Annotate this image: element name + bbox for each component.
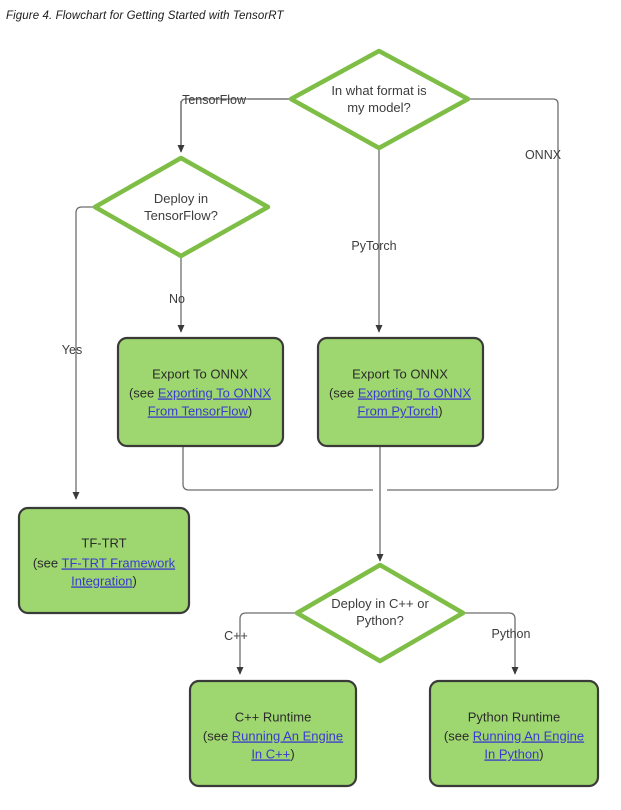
see-suffix: ): [438, 403, 442, 418]
node-export-onnx-tf-line3: From TensorFlow): [148, 403, 253, 418]
edge-yes-to-tftrt: [72, 206, 95, 500]
node-cpp-runtime-line3: In C++): [251, 746, 294, 761]
link-line2[interactable]: In Python: [484, 746, 539, 761]
figure-caption: Figure 4. Flowchart for Getting Started …: [6, 10, 284, 22]
edge-exporttf-to-merge: [182, 446, 373, 491]
node-export-onnx-pt-line3: From PyTorch): [357, 403, 442, 418]
box-shape: [428, 679, 600, 788]
node-export-onnx-pt-line2: (see Exporting To ONNX: [329, 385, 471, 400]
box-shape: [188, 679, 358, 788]
diamond-shape: [92, 155, 271, 259]
node-deploy-tf-line1: Deploy in: [154, 191, 208, 206]
node-deploy-tensorflow-decision[interactable]: Deploy in TensorFlow?: [92, 155, 271, 259]
link-line2[interactable]: From PyTorch: [357, 403, 438, 418]
see-suffix: ): [248, 403, 252, 418]
link-line2[interactable]: From TensorFlow: [148, 403, 249, 418]
see-suffix: ): [290, 746, 294, 761]
link-line1[interactable]: Exporting To ONNX: [158, 385, 272, 400]
node-python-runtime-line2: (see Running An Engine: [444, 728, 584, 743]
edge-label-cpp: C++: [224, 629, 248, 643]
edge-cpp-route: [236, 612, 297, 675]
node-cpp-runtime[interactable]: C++ Runtime (see Running An Engine In C+…: [188, 679, 358, 788]
edge-tensorflow-corner: [180, 98, 291, 145]
edge-python-route: [463, 612, 519, 675]
see-prefix: (see: [33, 555, 62, 570]
node-export-onnx-pytorch[interactable]: Export To ONNX (see Exporting To ONNX Fr…: [316, 336, 485, 448]
node-deploy-lang-line2: Python?: [356, 613, 404, 628]
link-line1[interactable]: TF-TRT Framework: [62, 555, 176, 570]
node-python-runtime-line3: In Python): [484, 746, 543, 761]
link-line1[interactable]: Running An Engine: [473, 728, 584, 743]
diamond-shape: [294, 562, 466, 664]
edge-label-tensorflow: TensorFlow: [182, 93, 247, 107]
diamond-shape: [288, 48, 471, 151]
edge-label-yes: Yes: [62, 343, 82, 357]
node-deploy-lang-line1: Deploy in C++ or: [331, 596, 429, 611]
edge-label-onnx: ONNX: [525, 148, 562, 162]
see-prefix: (see: [203, 728, 232, 743]
box-shape: [316, 336, 485, 448]
see-prefix: (see: [444, 728, 473, 743]
see-suffix: ): [539, 746, 543, 761]
edge-labels: TensorFlow ONNX PyTorch No Yes C++ Pytho…: [62, 93, 562, 643]
node-tf-trt-line2: (see TF-TRT Framework: [33, 555, 176, 570]
node-python-runtime[interactable]: Python Runtime (see Running An Engine In…: [428, 679, 600, 788]
node-python-runtime-title: Python Runtime: [468, 709, 561, 724]
node-export-onnx-tf-line2: (see Exporting To ONNX: [129, 385, 271, 400]
node-tf-trt-title: TF-TRT: [81, 535, 126, 550]
node-export-onnx-pt-title: Export To ONNX: [352, 366, 448, 381]
edge-label-pytorch: PyTorch: [351, 239, 396, 253]
see-suffix: ): [133, 573, 137, 588]
link-line2[interactable]: In C++: [251, 746, 290, 761]
link-line2[interactable]: Integration: [71, 573, 132, 588]
see-prefix: (see: [329, 385, 358, 400]
link-line1[interactable]: Exporting To ONNX: [358, 385, 472, 400]
box-shape: [116, 336, 285, 448]
node-export-onnx-tf-title: Export To ONNX: [152, 366, 248, 381]
see-prefix: (see: [129, 385, 158, 400]
node-deploy-language-decision[interactable]: Deploy in C++ or Python?: [294, 562, 466, 664]
node-format-decision-line1: In what format is: [331, 83, 427, 98]
edge-onnx-route: [387, 98, 559, 491]
node-export-onnx-tensorflow[interactable]: Export To ONNX (see Exporting To ONNX Fr…: [116, 336, 285, 448]
edge-label-no: No: [169, 292, 185, 306]
edge-label-python: Python: [492, 627, 531, 641]
node-format-decision[interactable]: In what format is my model?: [288, 48, 471, 151]
node-cpp-runtime-title: C++ Runtime: [235, 709, 312, 724]
node-tf-trt[interactable]: TF-TRT (see TF-TRT Framework Integration…: [17, 506, 191, 615]
node-cpp-runtime-line2: (see Running An Engine: [203, 728, 343, 743]
edges: [72, 98, 559, 675]
node-format-decision-line2: my model?: [347, 100, 411, 115]
box-shape: [17, 506, 191, 615]
link-line1[interactable]: Running An Engine: [232, 728, 343, 743]
node-deploy-tf-line2: TensorFlow?: [144, 208, 218, 223]
node-tf-trt-line3: Integration): [71, 573, 137, 588]
